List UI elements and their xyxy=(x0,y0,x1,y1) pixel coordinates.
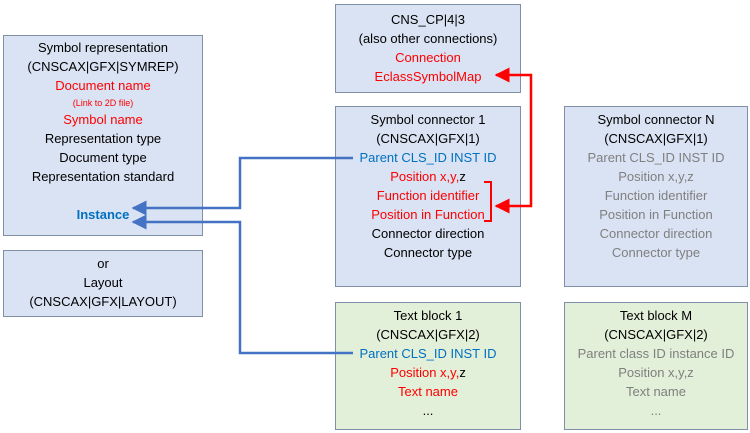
representation-standard-field: Representation standard xyxy=(31,169,175,184)
connector-1-parent-field: Parent CLS_ID INST ID xyxy=(359,150,497,165)
text-block-1-text-name: Text name xyxy=(398,384,458,399)
text-block-m-ellipsis: ... xyxy=(650,403,662,418)
symbol-rep-code: (CNSCAX|GFX|SYMREP) xyxy=(27,59,179,74)
text-block-1-code: (CNSCAX|GFX|2) xyxy=(376,327,480,342)
text-block-1-position-xy: Position x,y, xyxy=(390,365,460,380)
connector-n-position-field: Position x,y,z xyxy=(618,169,694,184)
connection-field: Connection xyxy=(395,50,461,65)
layout-title: Layout xyxy=(83,275,123,290)
text-block-1-ellipsis: ... xyxy=(422,403,434,418)
text-block-m-title: Text block M xyxy=(619,308,693,323)
cns-cp-subtitle: (also other connections) xyxy=(358,31,498,46)
symbol-rep-title: Symbol representation xyxy=(37,40,169,55)
text-block-m-position-field: Position x,y,z xyxy=(618,365,694,380)
connector-1-function-identifier: Function identifier xyxy=(376,188,480,203)
or-label: or xyxy=(97,256,109,271)
symbol-representation-box: Symbol representation (CNSCAX|GFX|SYMREP… xyxy=(3,35,203,236)
connector-1-code: (CNSCAX|GFX|1) xyxy=(376,131,480,146)
text-block-m-parent-field: Parent class ID instance ID xyxy=(577,346,735,361)
cns-cp-box: CNS_CP|4|3 (also other connections) Conn… xyxy=(335,4,521,93)
connector-1-position-xy: Position x,y, xyxy=(390,169,460,184)
connector-1-position-in-function: Position in Function xyxy=(371,207,485,222)
representation-type-field: Representation type xyxy=(44,131,162,146)
text-block-1-title: Text block 1 xyxy=(393,308,463,323)
link-note: (Link to 2D file) xyxy=(72,98,134,108)
instance-field: Instance xyxy=(76,207,130,222)
text-block-m-box: Text block M (CNSCAX|GFX|2) Parent class… xyxy=(564,302,748,430)
symbol-connector-1-box: Symbol connector 1 (CNSCAX|GFX|1) Parent… xyxy=(335,106,521,287)
text-block-m-code: (CNSCAX|GFX|2) xyxy=(604,327,708,342)
text-block-1-position-z: z xyxy=(459,365,466,380)
connector-1-direction: Connector direction xyxy=(371,226,485,241)
layout-box: or Layout (CNSCAX|GFX|LAYOUT) xyxy=(3,250,203,317)
symbol-name-field: Symbol name xyxy=(63,112,143,127)
connector-1-title: Symbol connector 1 xyxy=(370,112,486,127)
connector-n-parent-field: Parent CLS_ID INST ID xyxy=(587,150,725,165)
connector-1-position-field: Position x,y,z xyxy=(336,169,520,185)
connector-n-function-identifier: Function identifier xyxy=(604,188,708,203)
layout-code: (CNSCAX|GFX|LAYOUT) xyxy=(29,294,177,309)
connector-n-type: Connector type xyxy=(611,245,701,260)
text-block-m-text-name: Text name xyxy=(626,384,686,399)
connector-n-title: Symbol connector N xyxy=(597,112,715,127)
text-block-1-box: Text block 1 (CNSCAX|GFX|2) Parent CLS_I… xyxy=(335,302,521,430)
text-block-1-parent-field: Parent CLS_ID INST ID xyxy=(359,346,497,361)
cns-cp-title: CNS_CP|4|3 xyxy=(391,12,465,27)
connector-n-direction: Connector direction xyxy=(599,226,713,241)
eclass-symbol-map-field: EclassSymbolMap xyxy=(374,69,482,84)
symbol-connector-n-box: Symbol connector N (CNSCAX|GFX|1) Parent… xyxy=(564,106,748,287)
connector-1-type: Connector type xyxy=(383,245,473,260)
document-name-field: Document name xyxy=(55,78,151,93)
connector-1-position-z: z xyxy=(459,169,466,184)
text-block-1-position-field: Position x,y,z xyxy=(336,365,520,381)
document-type-field: Document type xyxy=(59,150,147,165)
connector-n-position-in-function: Position in Function xyxy=(599,207,713,222)
connector-n-code: (CNSCAX|GFX|1) xyxy=(604,131,708,146)
